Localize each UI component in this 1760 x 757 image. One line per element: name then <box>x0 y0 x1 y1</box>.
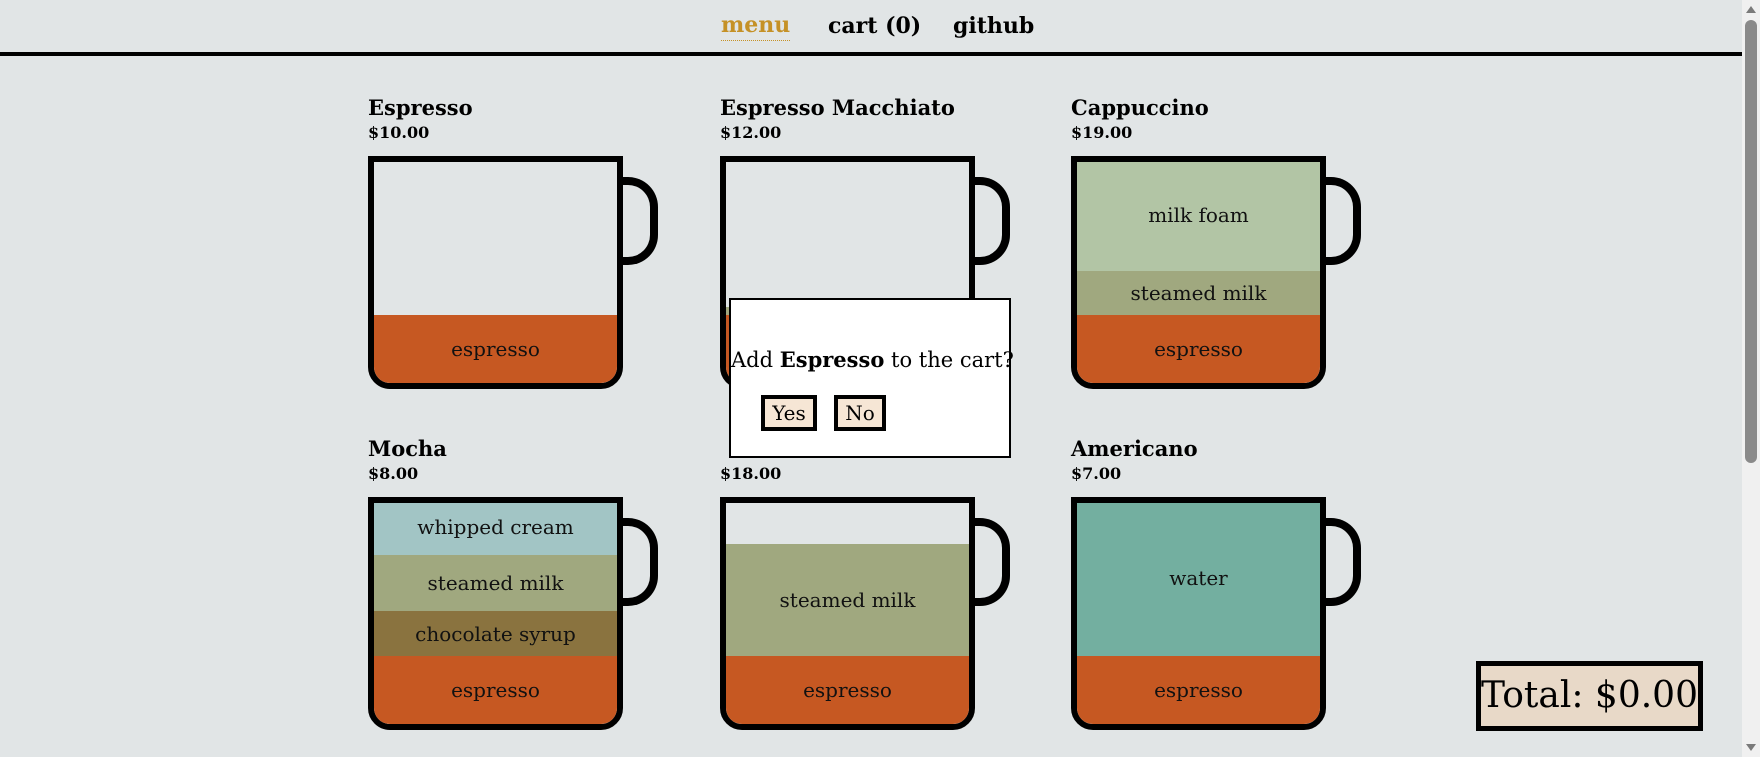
coffee-item-espresso[interactable]: Espresso $10.00 espresso <box>368 95 698 425</box>
item-price: $18.00 <box>720 464 782 483</box>
cup-handle <box>972 177 1010 265</box>
cup-layer: espresso <box>1077 656 1320 724</box>
nav-cart-link[interactable]: cart (0) <box>828 13 922 39</box>
no-button[interactable]: No <box>834 395 886 431</box>
item-price: $10.00 <box>368 123 430 142</box>
cart-total[interactable]: Total: $0.00 <box>1476 661 1703 731</box>
dialog-prefix: Add <box>731 348 780 372</box>
item-price: $8.00 <box>368 464 419 483</box>
dialog-message: Add Espresso to the cart? <box>731 346 1014 374</box>
item-price: $7.00 <box>1071 464 1122 483</box>
cup-layer: whipped cream <box>374 503 617 555</box>
cup-layer: steamed milk <box>1077 271 1320 315</box>
cup-layer: espresso <box>374 656 617 724</box>
cup-layer: espresso <box>1077 315 1320 383</box>
cup-layer: espresso <box>726 656 969 724</box>
cup-handle <box>620 177 658 265</box>
cup-layer: water <box>1077 503 1320 656</box>
scroll-thumb[interactable] <box>1745 20 1757 463</box>
item-name: Espresso <box>368 95 473 120</box>
cup-layer: steamed milk <box>374 555 617 611</box>
cup-layer: chocolate syrup <box>374 611 617 656</box>
cup-handle <box>972 518 1010 606</box>
item-price: $12.00 <box>720 123 782 142</box>
item-name: Mocha <box>368 436 447 461</box>
item-name: Espresso Macchiato <box>720 95 955 120</box>
item-price: $19.00 <box>1071 123 1133 142</box>
add-to-cart-dialog: Add Espresso to the cart? Yes No <box>729 298 1014 458</box>
yes-button[interactable]: Yes <box>761 395 817 431</box>
dialog-suffix: to the cart? <box>884 348 1014 372</box>
cup-handle <box>1323 177 1361 265</box>
item-name: Cappuccino <box>1071 95 1209 120</box>
item-name: Americano <box>1071 436 1198 461</box>
cup-layer: espresso <box>374 315 617 383</box>
top-nav: menu cart (0) github <box>0 0 1742 56</box>
cup-layer: milk foam <box>1077 162 1320 271</box>
scroll-down-arrow-icon[interactable] <box>1746 744 1756 751</box>
nav-github-link[interactable]: github <box>953 13 1035 39</box>
nav-menu-link[interactable]: menu <box>721 10 791 41</box>
scrollbar[interactable] <box>1742 0 1760 757</box>
cup-handle <box>620 518 658 606</box>
cup-layer: steamed milk <box>726 544 969 656</box>
cup[interactable]: espresso <box>368 156 623 389</box>
cup-layers: espresso <box>374 315 617 383</box>
dialog-item-name: Espresso <box>779 347 885 372</box>
cup-handle <box>1323 518 1361 606</box>
scroll-up-arrow-icon[interactable] <box>1746 6 1756 13</box>
